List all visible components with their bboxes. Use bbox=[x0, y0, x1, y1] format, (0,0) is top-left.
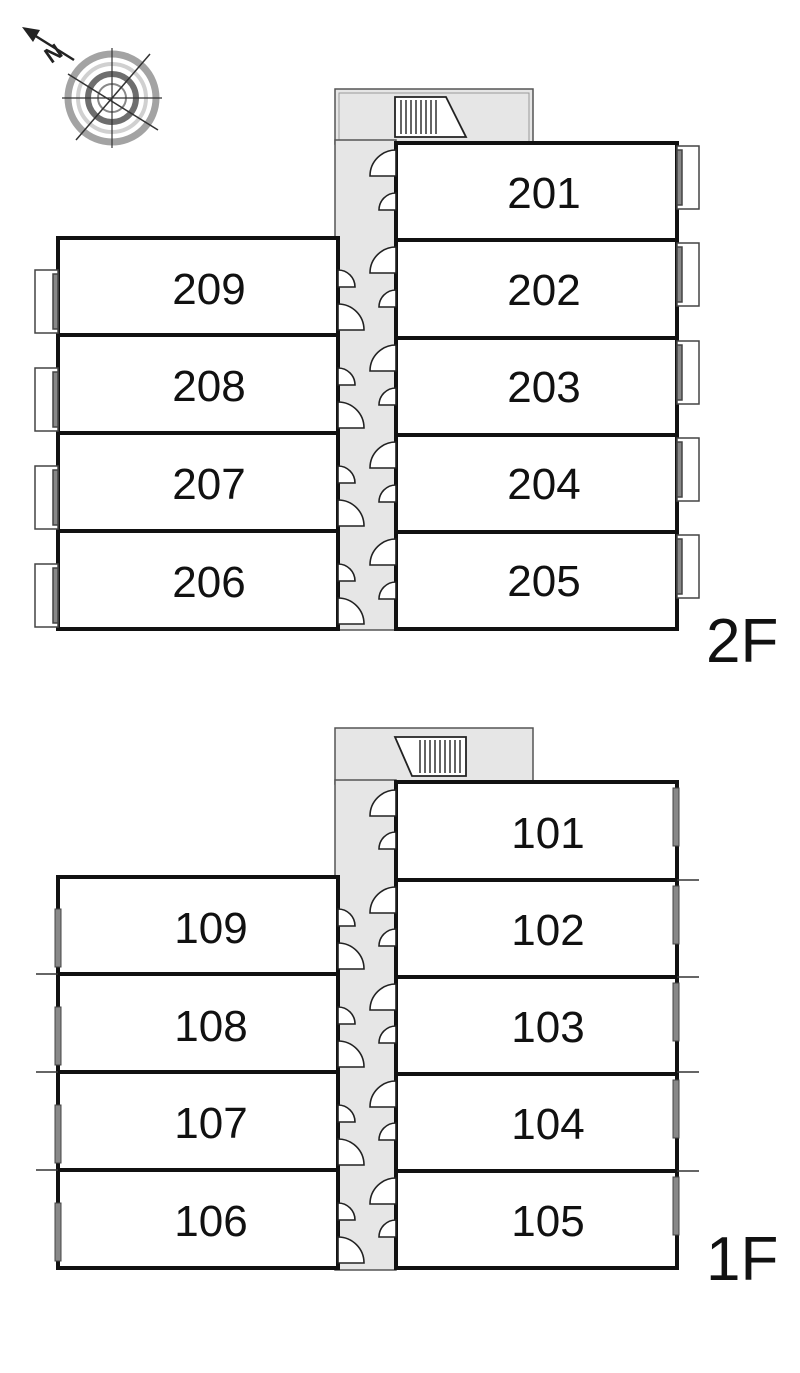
room-208 bbox=[56, 333, 340, 435]
room-202 bbox=[394, 238, 679, 340]
room-label-109: 109 bbox=[174, 904, 247, 953]
floor-1f-plan: 101 102 103 104 105 109 108 107 106 1F bbox=[36, 727, 778, 1294]
room-label-203: 203 bbox=[507, 363, 580, 412]
balcony-railings-left-2f bbox=[34, 269, 59, 628]
room-label-106: 106 bbox=[174, 1197, 247, 1246]
door-icons-right-1f bbox=[369, 789, 397, 1238]
room-label-105: 105 bbox=[511, 1197, 584, 1246]
room-label-202: 202 bbox=[507, 266, 580, 315]
room-label-204: 204 bbox=[507, 460, 580, 509]
room-label-102: 102 bbox=[511, 906, 584, 955]
staircase-icon bbox=[393, 736, 467, 777]
room-206 bbox=[56, 529, 340, 631]
room-label-205: 205 bbox=[507, 557, 580, 606]
door-icons-left-1f bbox=[337, 908, 365, 1264]
room-204 bbox=[394, 433, 679, 534]
room-label-108: 108 bbox=[174, 1002, 247, 1051]
compass-rose-icon: N bbox=[22, 27, 162, 148]
balcony-railings-right-2f bbox=[676, 145, 700, 599]
door-icons-right-2f bbox=[369, 149, 397, 600]
room-label-206: 206 bbox=[172, 558, 245, 607]
room-label-207: 207 bbox=[172, 460, 245, 509]
room-label-107: 107 bbox=[174, 1099, 247, 1148]
balcony-fences-right-1f bbox=[672, 787, 699, 1236]
room-label-208: 208 bbox=[172, 362, 245, 411]
compass-north-label: N bbox=[40, 39, 67, 69]
room-106 bbox=[56, 1168, 340, 1270]
room-label-103: 103 bbox=[511, 1003, 584, 1052]
floor-2f-plan: 201 202 203 204 205 209 208 207 206 2F bbox=[34, 88, 778, 676]
floor-label-1f: 1F bbox=[706, 1225, 778, 1294]
room-label-104: 104 bbox=[511, 1100, 584, 1149]
room-label-201: 201 bbox=[507, 169, 580, 218]
room-201 bbox=[394, 141, 679, 242]
door-icons-left-2f bbox=[337, 269, 365, 625]
balcony-fences-left-1f bbox=[36, 908, 62, 1262]
room-105 bbox=[394, 1169, 679, 1270]
staircase-icon bbox=[394, 96, 468, 138]
room-label-209: 209 bbox=[172, 265, 245, 314]
room-207 bbox=[56, 431, 340, 533]
room-label-101: 101 bbox=[511, 809, 584, 858]
floor-label-2f: 2F bbox=[706, 607, 778, 676]
